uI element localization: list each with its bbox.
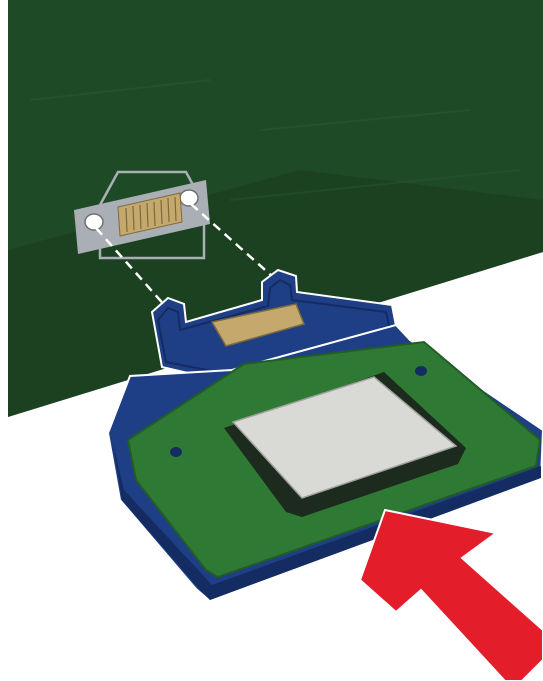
mount-hole-right xyxy=(180,190,198,206)
card-mount-hole xyxy=(170,447,182,457)
mount-hole-left xyxy=(85,214,103,230)
card-mount-hole xyxy=(415,366,427,376)
